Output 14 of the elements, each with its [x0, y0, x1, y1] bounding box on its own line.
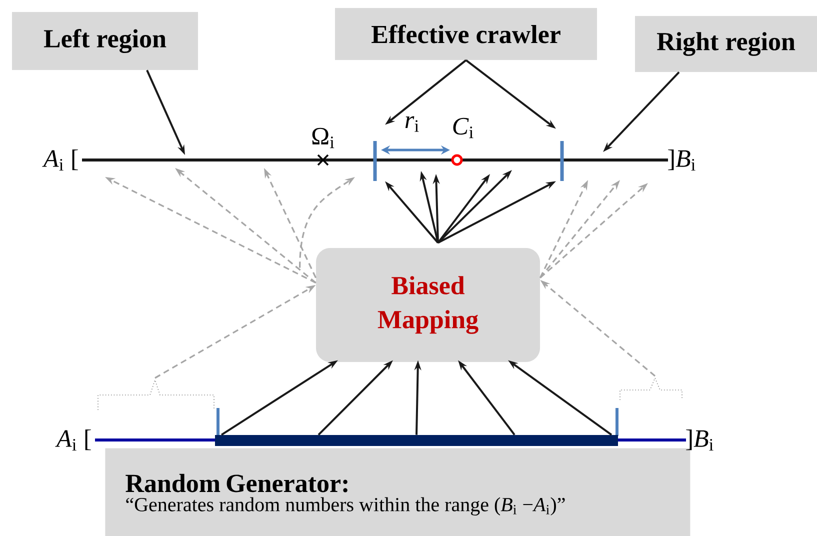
symbol-label: r$_{i}$ — [405, 116, 419, 132]
process-box: Biased Mapping — [316, 248, 540, 362]
label-box: Left region — [12, 12, 198, 70]
range-bar — [215, 435, 618, 446]
tick-mark — [560, 141, 564, 181]
range-end-label: ]B$_{i}$ — [686, 429, 714, 451]
symbol-label: C$_{i}$ — [453, 118, 474, 138]
tick-mark — [373, 141, 377, 181]
range-start-label: A$_{i}$ [ — [55, 429, 91, 451]
label-box: Right region — [635, 16, 817, 72]
range-start-label: A$_{i}$ [ — [42, 149, 78, 171]
symbol-label: Ω$_{i}$ — [312, 128, 334, 148]
range-end-label: ]B$_{i}$ — [668, 149, 696, 171]
label-box: Effective crawler — [335, 8, 597, 60]
